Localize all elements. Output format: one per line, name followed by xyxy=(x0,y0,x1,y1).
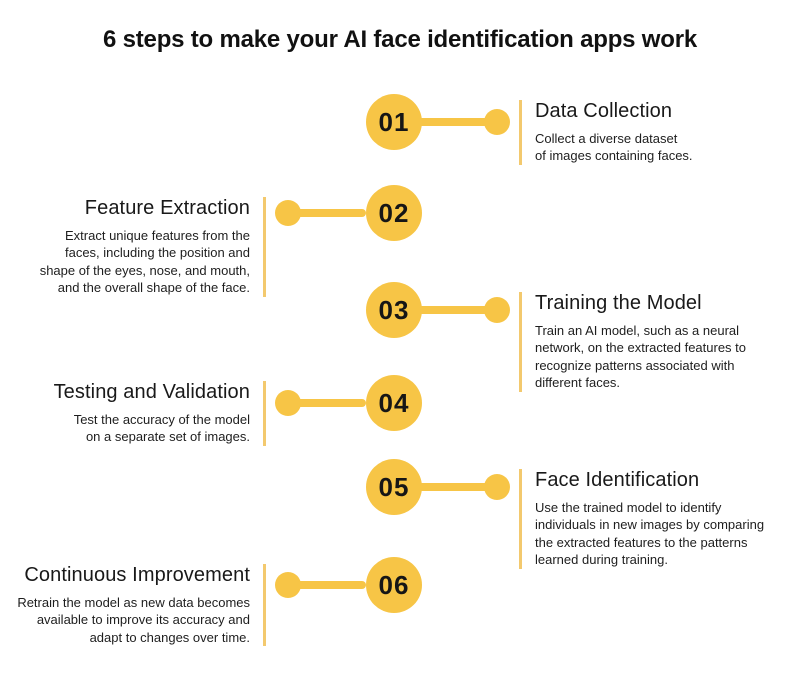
step-number-circle: 06 xyxy=(366,557,422,613)
step-5-text: Face Identification Use the trained mode… xyxy=(519,469,787,569)
step-number-circle: 01 xyxy=(366,94,422,150)
step-title: Continuous Improvement xyxy=(24,564,250,586)
step-number: 06 xyxy=(378,569,410,600)
step-3-connector: 03 xyxy=(366,282,513,338)
step-title: Testing and Validation xyxy=(53,381,250,403)
step-2-text: Feature Extraction Extract unique featur… xyxy=(0,197,266,297)
step-1-connector: 01 xyxy=(366,94,513,150)
step-number: 02 xyxy=(378,197,410,228)
connector-dot xyxy=(484,297,510,323)
step-description: Train an AI model, such as a neural netw… xyxy=(535,323,747,391)
step-number-circle: 02 xyxy=(366,185,422,241)
step-number-circle: 03 xyxy=(366,282,422,338)
step-title: Face Identification xyxy=(535,469,700,491)
step-number-circle: 05 xyxy=(366,459,422,515)
step-6-text: Continuous Improvement Retrain the model… xyxy=(0,564,266,647)
step-5-connector: 05 xyxy=(366,459,513,515)
connector-dot xyxy=(275,200,301,226)
connector-dot xyxy=(484,474,510,500)
connector-bar xyxy=(416,483,497,491)
step-title: Training the Model xyxy=(535,292,702,314)
connector-bar xyxy=(416,306,497,314)
step-description: Collect a diverse dataset of images cont… xyxy=(535,131,693,164)
connector-dot xyxy=(275,572,301,598)
step-description: Extract unique features from the faces, … xyxy=(39,228,250,296)
step-number: 03 xyxy=(378,294,410,325)
step-4-connector: 04 xyxy=(275,375,422,431)
connector-bar xyxy=(288,581,366,589)
step-3-text: Training the Model Train an AI model, su… xyxy=(519,292,787,392)
step-number: 01 xyxy=(378,106,410,137)
connector-dot xyxy=(275,390,301,416)
step-description: Test the accuracy of the model on a sepa… xyxy=(73,412,250,445)
step-6-connector: 06 xyxy=(275,557,422,613)
step-description: Retrain the model as new data becomes av… xyxy=(17,595,250,645)
step-title: Data Collection xyxy=(535,100,673,122)
step-4-text: Testing and Validation Test the accuracy… xyxy=(0,381,266,446)
step-title: Feature Extraction xyxy=(84,197,250,219)
step-number-circle: 04 xyxy=(366,375,422,431)
connector-bar xyxy=(288,399,366,407)
step-description: Use the trained model to identify indivi… xyxy=(535,500,765,568)
page-title: 6 steps to make your AI face identificat… xyxy=(102,26,697,53)
connector-dot xyxy=(484,109,510,135)
step-2-connector: 02 xyxy=(275,185,422,241)
step-number: 04 xyxy=(378,387,410,418)
step-1-text: Data Collection Collect a diverse datase… xyxy=(519,100,787,165)
connector-bar xyxy=(416,118,497,126)
connector-bar xyxy=(288,209,366,217)
step-number: 05 xyxy=(378,471,410,502)
